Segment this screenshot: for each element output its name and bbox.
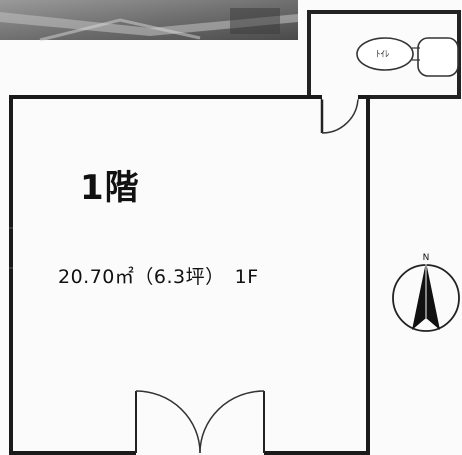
north-compass-icon: N	[392, 253, 460, 332]
toilet-room	[307, 10, 461, 134]
toilet-label: ﾄｲﾚ	[376, 50, 390, 60]
exterior-photo	[0, 0, 298, 42]
toilet-door	[320, 96, 359, 134]
compass-label: N	[423, 253, 430, 263]
area-label: 20.70㎡（6.3坪） 1F	[58, 266, 259, 288]
entrance-double-door	[135, 390, 265, 455]
toilet-fixture	[356, 37, 459, 77]
floor-title: 1階	[80, 168, 140, 208]
